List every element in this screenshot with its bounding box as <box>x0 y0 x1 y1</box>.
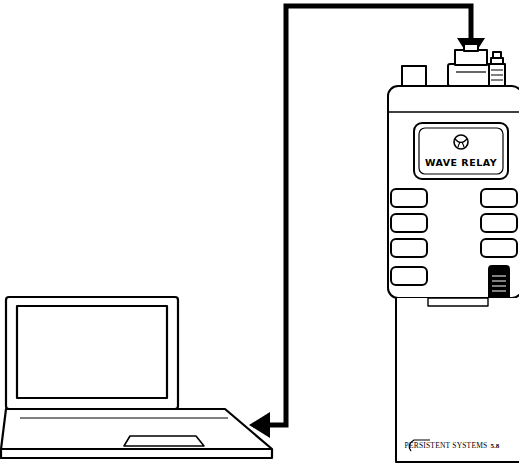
top-connector-base <box>448 64 494 86</box>
battery <box>396 298 519 462</box>
button <box>391 214 427 232</box>
logo-mark-detail <box>455 139 467 147</box>
laptop-lid <box>6 297 178 409</box>
button <box>481 214 517 232</box>
maker-name: PERSISTENT SYSTEMS <box>405 442 488 450</box>
top-connector-nut <box>455 50 487 65</box>
logo-panel <box>414 123 508 179</box>
antenna-threads <box>491 70 503 80</box>
slider-switch <box>489 266 509 302</box>
logo-mark <box>454 135 468 149</box>
radio <box>388 44 519 462</box>
side-connector <box>402 66 426 86</box>
keyboard-line <box>20 417 228 418</box>
button <box>481 189 517 207</box>
body-seam <box>388 111 519 112</box>
laptop-base <box>1 409 272 458</box>
button <box>481 239 517 257</box>
frequency-band: 5.8 <box>490 443 499 450</box>
logo-panel-inner <box>419 128 503 174</box>
arrow-head-left <box>249 412 270 438</box>
battery-latch <box>428 298 488 306</box>
laptop <box>1 297 272 458</box>
button <box>391 189 427 207</box>
connector-ring <box>456 71 486 72</box>
antenna-connector <box>489 64 505 86</box>
top-connector-pin <box>464 44 478 51</box>
button <box>391 239 427 257</box>
touchpad <box>124 436 204 446</box>
button <box>391 267 427 285</box>
slider-grip <box>492 276 506 291</box>
antenna-pin <box>491 52 503 64</box>
brand-name: WAVE RELAY <box>425 158 497 168</box>
laptop-base-edge <box>1 448 272 450</box>
laptop-screen <box>17 306 167 398</box>
